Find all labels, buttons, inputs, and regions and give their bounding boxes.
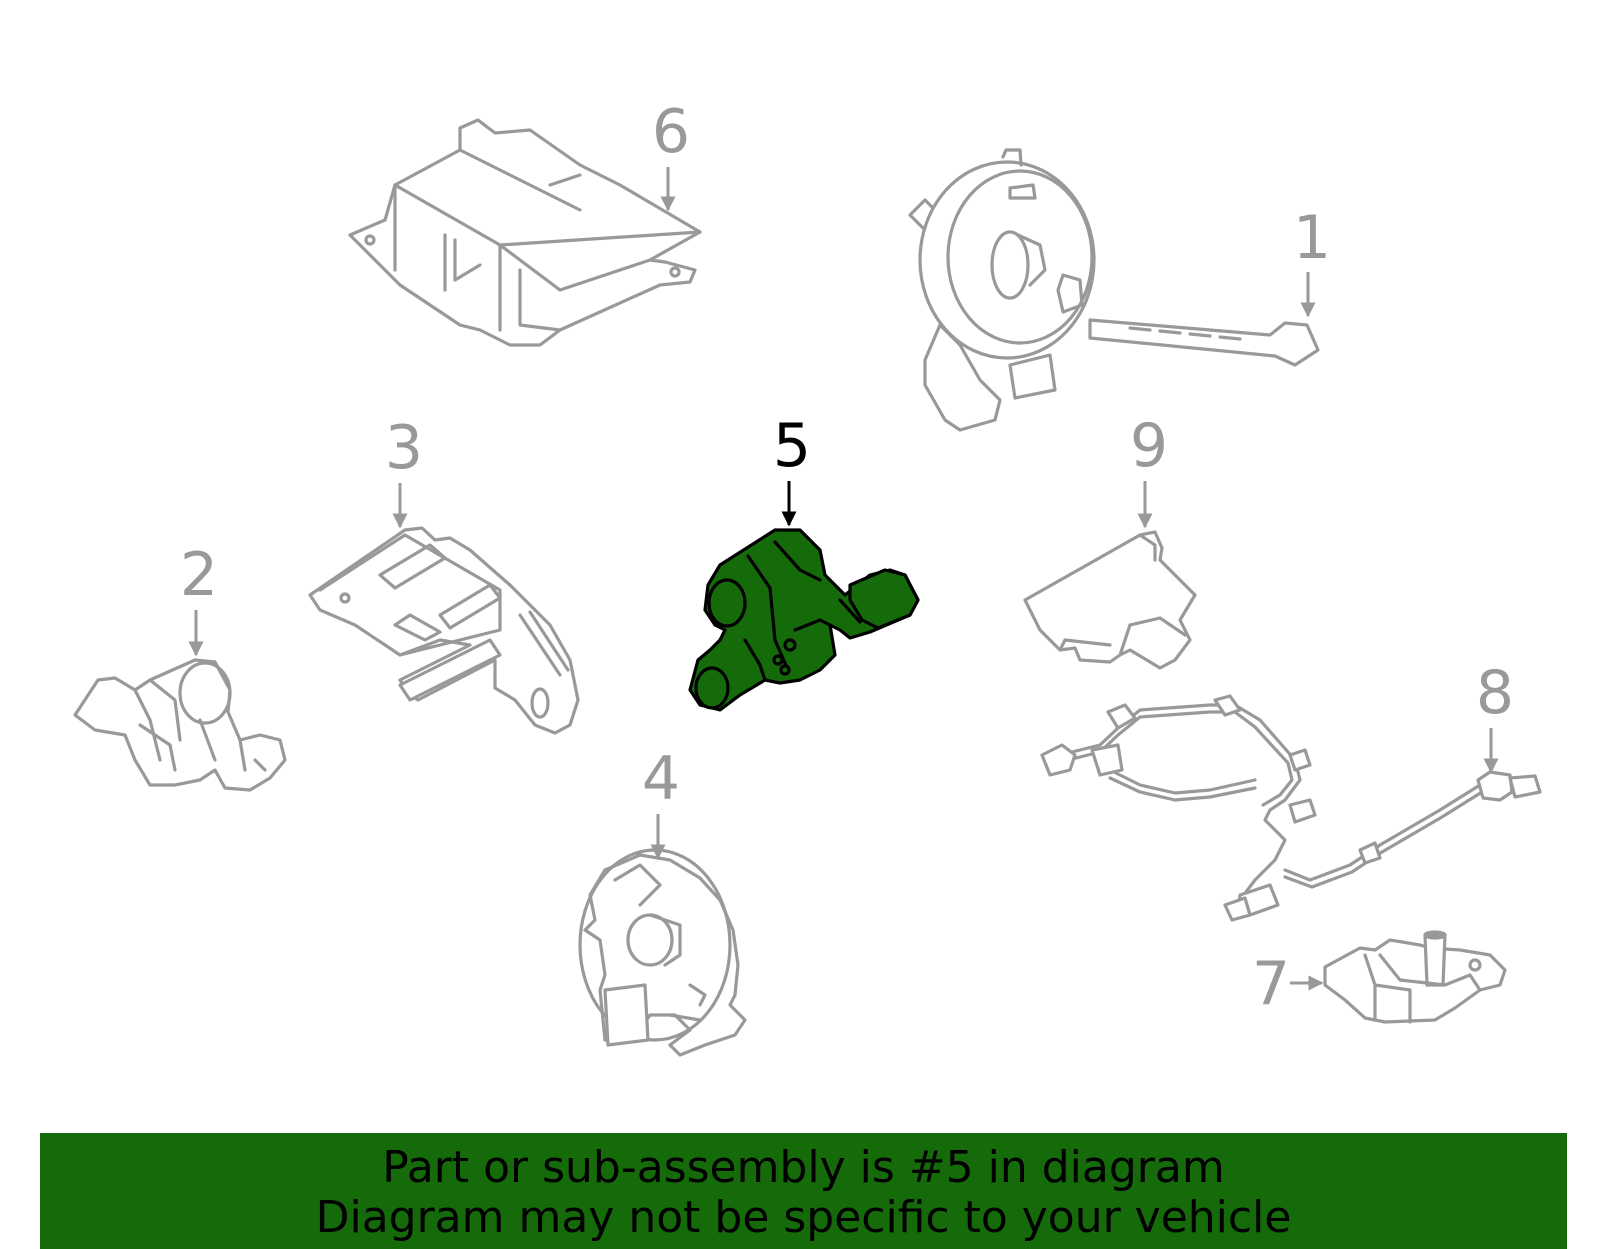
part-5-highlighted-assembly[interactable]: [688, 528, 920, 712]
callout-9: 9: [1130, 411, 1168, 481]
part-4-steering-sensor[interactable]: [578, 848, 747, 1057]
part-8-wiring-harness[interactable]: [1040, 694, 1542, 922]
callout-8: 8: [1476, 658, 1514, 728]
part-2-sensor[interactable]: [73, 658, 287, 792]
banner-line-part: Part or sub-assembly is #5 in diagram: [382, 1142, 1225, 1193]
callout-7: 7: [1252, 949, 1290, 1019]
part-1-clock-spring[interactable]: [908, 148, 1320, 432]
callout-4: 4: [642, 744, 680, 814]
callout-5: 5: [773, 411, 811, 481]
info-banner: Part or sub-assembly is #5 in diagram Di…: [40, 1133, 1567, 1249]
callout-2: 2: [180, 540, 218, 610]
part-3-bracket[interactable]: [308, 526, 580, 735]
callout-3: 3: [385, 413, 423, 483]
part-7-bracket[interactable]: [1323, 930, 1507, 1024]
callout-6: 6: [652, 97, 690, 167]
parts-diagram: 6 1 3 2: [73, 97, 1542, 1057]
banner-line-disclaimer: Diagram may not be specific to your vehi…: [315, 1192, 1292, 1243]
part-9-module[interactable]: [1023, 530, 1197, 670]
callout-1: 1: [1293, 203, 1331, 273]
part-6-control-module[interactable]: [348, 118, 702, 347]
